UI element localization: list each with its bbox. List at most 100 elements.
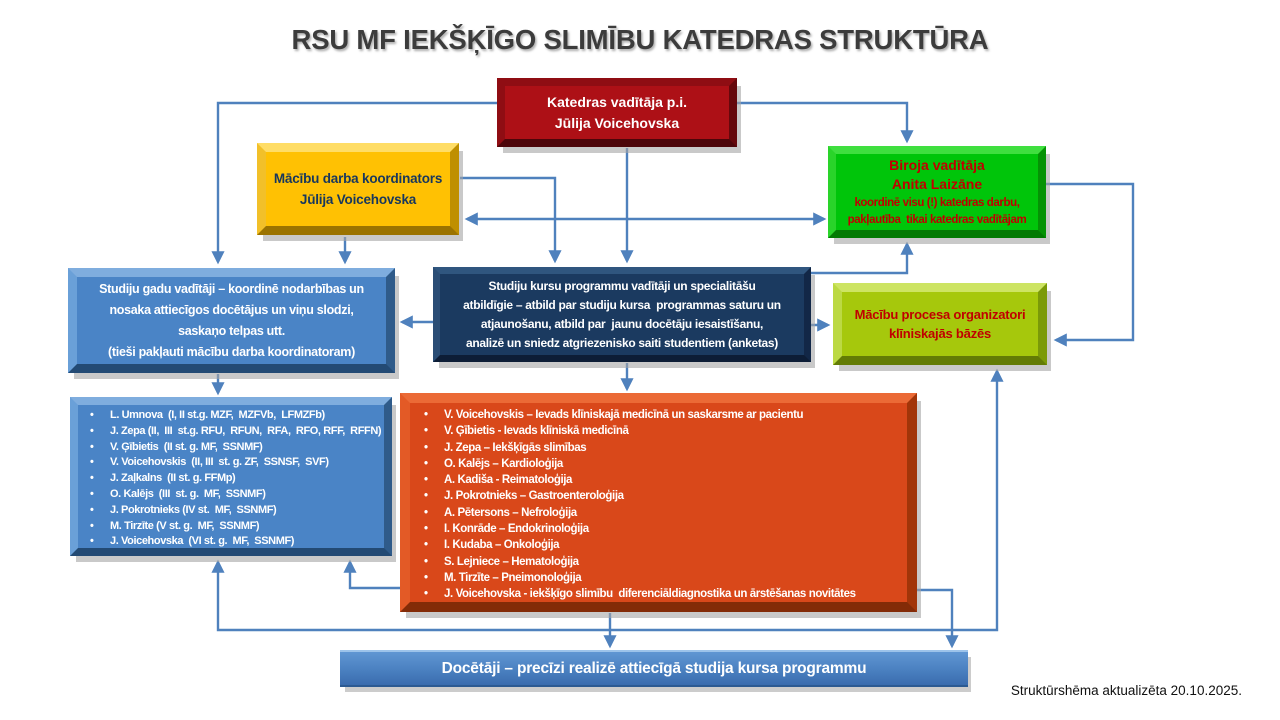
text-line: analizē un sniedz atgriezenisko saiti st… [465,335,778,350]
box-note-text: koordinē visu (!) katedras darbu, pakļaut… [848,194,1027,228]
bullet-icon: • [90,409,94,421]
list-item: • J. Zepa (II, III st.g. RFU, RFUN, RFA, … [86,424,382,440]
list-item: • J. Zaļkalns (II st. g. FFMp) [86,471,380,487]
list-item-text: A. Kadiša - Reimatoloģija [444,474,573,487]
text-line: koordinē visu (!) katedras darbu, [854,197,1020,209]
connector-courseleads-to-office [811,241,914,275]
bullet-icon: • [90,472,94,485]
list-item: •S. Lejniece – Hematoloģija [420,554,903,570]
list-item: • M. Tirzīte (V st. g. MF, SSNMF) [86,519,380,535]
list-item-text: A. Pētersons – Nefroloģija [444,506,577,519]
list-item: • V. Ģībietis (II st. g. MF, SSNMF) [86,440,380,456]
box-studiju-kursu-programmu-vaditaji: Studiju kursu programmu vadītāji un spec… [433,267,811,362]
update-note: Struktūrshēma aktualizēta 20.10.2025. [1010,683,1242,698]
box-text: Docētāji – precīzi realizē attiecīgā stu… [442,660,867,678]
list-item: • J. Voicehovska (VI st. g. MF, SSNMF) [86,534,380,550]
bullet-icon: • [90,503,94,516]
list-item-text: L. Umnova (I, II st.g. MZF, MZFVb, LFMZF… [110,409,325,421]
list-item-text: O. Kalējs (III st. g. MF, SSNMF) [110,487,266,500]
text-line: Jūlija Voicehovska [554,114,680,131]
list-item-text: O. Kalējs – Kardioloģija [444,457,563,470]
list-item-text: V. Ģībietis - Ievads klīniskā medicīnā [444,425,629,438]
bullet-icon: • [424,441,428,454]
text-line: (tieši pakļauti mācību darba koordinator… [108,344,355,359]
text-line: atbildīgie – atbild par studiju kursa pr… [463,297,781,312]
box-studiju-gadu-vaditaji-list: • L. Umnova (I, II st.g. MZF, MZFVb, LFMZ… [70,397,392,556]
box-katedras-vaditaja: Katedras vadītāja p.i. Jūlija Voicehovska [497,78,737,147]
text-line: klīniskajās bāzēs [888,326,992,341]
bullet-icon: • [424,457,428,470]
list-item: • O. Kalējs – Kardioloģija [420,456,903,472]
bullet-icon: • [424,409,428,421]
list-item: • L. Umnova (I, II st.g. MZF, MZFVb, LFMZ… [86,408,380,424]
box-text: Studiju gadu vadītāji – koordinē nodarbī… [99,279,364,363]
list-item: • A. Pētersons – Nefroloģija [420,505,903,521]
text-line: Jūlija Voicehovska [299,192,417,207]
text-line: Studiju gadu vadītāji – koordinē nodarbī… [99,281,364,296]
bullet-icon: • [424,506,428,519]
text-line: pakļautība tikai katedras vadītājam [847,214,1027,226]
list-item-text: V. Voicehovskis (II, III st. g. ZF, SSNS… [110,456,329,469]
bullet-icon: • [424,539,428,552]
list-item-text: J. Voicehovska (VI st. g. MF, SSNMF) [110,535,295,548]
list-item-text: I. Konrāde – Endokrinoloģija [444,523,589,536]
list-item: • M. Tirzīte – Pneimonoloģija [420,570,903,586]
list-item-text: J. Voicehovska - iekšķīgo slimību difere… [444,588,856,601]
text-line: Docētāji – precīzi realizē attiecīgā stu… [441,659,867,677]
list-item-text: J. Zaļkalns (II st. g. FFMp) [110,472,236,485]
text-line: Anita Laizāne [891,176,983,192]
list-item: •O. Kalējs (III st. g. MF, SSNMF) [86,487,380,503]
bullet-icon: • [424,425,428,438]
text-line: Mācību darba koordinators [273,171,443,186]
list-item: • V. Ģībietis - Ievads klīniskā medicīnā [420,423,903,439]
list-item: • A. Kadiša - Reimatoloģija [420,472,903,488]
box-docetaji-bar: Docētāji – precīzi realizē attiecīgā stu… [340,650,968,687]
bullet-icon: • [424,588,428,601]
text-line: nosaka attiecīgos docētājus un viņu slod… [109,302,354,317]
connector-subjects-right-to-docetaji [916,588,959,649]
list-item: • I. Konrāde – Endokrinoloģija [420,521,903,537]
list-item: • I. Kudaba – Onkoloģija [420,537,903,553]
list-item: • J. Pokrotnieks (IV st. MF, SSNMF) [86,503,380,519]
box-studiju-kursu-list: • V. Voicehovskis – Ievads klīniskajā med… [400,393,917,612]
connector-office-to-organizers [1046,182,1135,347]
box-text: Studiju kursu programmu vadītāji un spec… [463,277,781,353]
bullet-icon: • [424,523,428,536]
list-item-text: J. Pokrotnieks – Gastroenteroloģija [444,490,624,503]
list-item-text: V. Ģībietis (II st. g. MF, SSNMF) [110,440,263,453]
box-text: Katedras vadītāja p.i. Jūlija Voicehovska [547,92,687,134]
list-item-text: I. Kudaba – Onkoloģija [444,539,560,552]
list-item: • J. Voicehovska - iekšķīgo slimību difer… [420,586,903,602]
bullet-icon: • [90,440,94,453]
list-item-text: J. Zepa – Iekšķīgās slimības [444,441,587,454]
list-item-text: M. Tirzīte (V st. g. MF, SSNMF) [110,519,260,532]
list-item: •V. Voicehovskis (II, III st. g. ZF, SSN… [86,455,380,471]
list-item-text: J. Zepa (II, III st.g. RFU, RFUN, RFA, R… [110,424,382,437]
box-studiju-gadu-vaditaji: Studiju gadu vadītāji – koordinē nodarbī… [68,268,395,373]
bullet-icon: • [90,424,94,437]
text-line: saskaņo telpas utt. [178,323,285,338]
connector-subjects-to-yearlist [343,559,401,590]
list-item: • J. Zepa – Iekšķīgās slimības [420,440,903,456]
list-item: • J. Pokrotnieks – Gastroenteroloģija [420,488,903,504]
list-item-text: J. Pokrotnieks (IV st. MF, SSNMF) [110,503,277,516]
bullet-icon: • [424,474,428,487]
connector-head-to-office [737,101,914,144]
bullet-icon: • [90,519,94,532]
text-line: Katedras vadītāja p.i. [546,93,688,110]
text-line: atjaunošanu, atbild par jaunu docētāju i… [480,316,764,331]
list-item: • V. Voicehovskis – Ievads klīniskajā med… [420,407,903,423]
list-item-text: M. Tirzīte – Pneimonoloģija [444,571,582,584]
text-line: Biroja vadītāja [889,157,985,173]
list-item-text: V. Voicehovskis – Ievads klīniskajā medi… [444,409,804,421]
bullet-icon: • [424,571,428,584]
bullet-icon: • [424,555,428,568]
bullet-icon: • [90,535,94,548]
bullet-icon: • [424,490,428,503]
